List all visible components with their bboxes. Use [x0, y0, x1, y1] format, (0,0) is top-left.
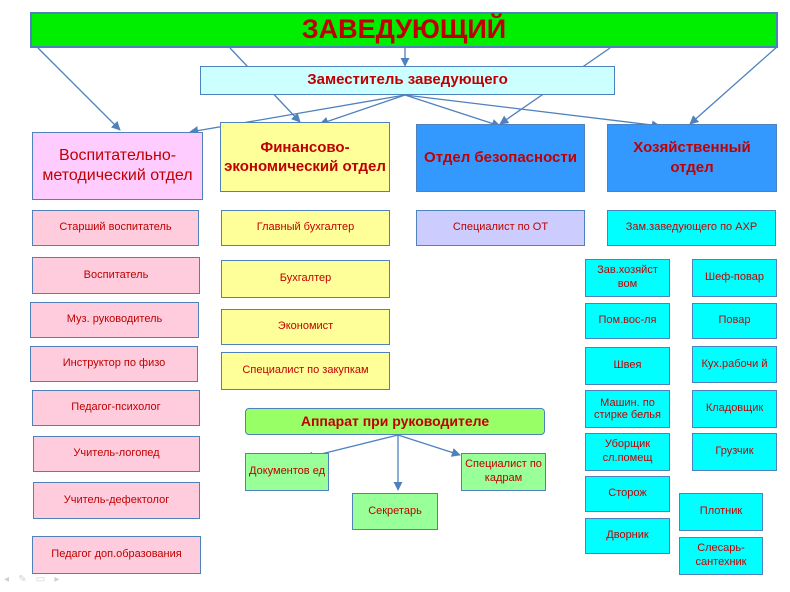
dept-security: Отдел безопасности — [416, 124, 585, 192]
methodical-staff-item: Педагог-психолог — [32, 390, 200, 426]
finance-staff-item: Специалист по закупкам — [221, 352, 390, 390]
household-left-item: Дворник — [585, 518, 670, 554]
household-head-item: Зам.заведующего по АХР — [607, 210, 776, 246]
arrow-apparatus-to-hr — [397, 434, 461, 457]
apparatus-item: Секретарь — [352, 493, 438, 530]
household-left-item: Швея — [585, 347, 670, 385]
deputy-box: Заместитель заведующего — [200, 66, 615, 95]
household-left-item: Зав.хозяйст вом — [585, 259, 670, 297]
arrow-deputy-to-finance — [319, 94, 406, 126]
household-extra-item: Плотник — [679, 493, 763, 531]
dept-household: Хозяйственный отдел — [607, 124, 777, 192]
top-head-box: ЗАВЕДУЮЩИЙ — [30, 12, 778, 48]
security-staff-item: Специалист по ОТ — [416, 210, 585, 246]
methodical-staff-item: Муз. руководитель — [30, 302, 199, 338]
top-head-title: ЗАВЕДУЮЩИЙ — [301, 14, 507, 45]
household-extra-item: Слесарь-сантехник — [679, 537, 763, 575]
household-right-item: Кладовщик — [692, 390, 777, 428]
dept-finance-label: Финансово-экономический отдел — [224, 138, 386, 176]
arrow-deputy-to-security — [404, 94, 501, 128]
apparatus-item: Документов ед — [245, 453, 329, 491]
household-right-item: Грузчик — [692, 433, 777, 471]
household-left-item: Уборщик сл.помещ — [585, 433, 670, 471]
arrow-deputy-to-household — [404, 94, 661, 130]
finance-staff-item: Экономист — [221, 309, 390, 345]
household-left-item: Машин. по стирке белья — [585, 390, 670, 428]
household-right-item: Шеф-повар — [692, 259, 777, 297]
methodical-staff-item: Учитель-дефектолог — [33, 482, 200, 519]
apparatus-title: Аппарат при руководителе — [300, 412, 490, 429]
dept-methodical-label: Воспитательно-методический отдел — [42, 147, 193, 184]
apparatus-item: Специалист по кадрам — [461, 453, 546, 491]
methodical-staff-item: Воспитатель — [32, 257, 200, 294]
dept-methodical: Воспитательно-методический отдел — [32, 132, 203, 200]
methodical-staff-item: Инструктор по физо — [30, 346, 198, 382]
household-right-item: Повар — [692, 303, 777, 339]
dept-security-label: Отдел безопасности — [424, 148, 577, 166]
slide-nav-icons: ◂ ✎ ▭ ▸ — [4, 574, 63, 585]
household-left-item: Сторож — [585, 476, 670, 512]
finance-staff-item: Главный бухгалтер — [221, 210, 390, 246]
household-right-item: Кух.рабочи й — [692, 346, 777, 383]
dept-household-label: Хозяйственный отдел — [633, 138, 751, 176]
methodical-staff-item: Педагог доп.образования — [32, 536, 201, 574]
dept-finance: Финансово-экономический отдел — [220, 122, 390, 192]
household-left-item: Пом.вос-ля — [585, 303, 670, 339]
apparatus-header: Аппарат при руководителе — [245, 408, 545, 435]
finance-staff-item: Бухгалтер — [221, 260, 390, 298]
methodical-staff-item: Учитель-логопед — [33, 436, 200, 472]
arrow-top-to-methodical — [37, 47, 121, 131]
deputy-label: Заместитель заведующего — [307, 71, 508, 89]
arrow-top-to-household — [689, 45, 779, 125]
methodical-staff-item: Старший воспитатель — [32, 210, 199, 246]
